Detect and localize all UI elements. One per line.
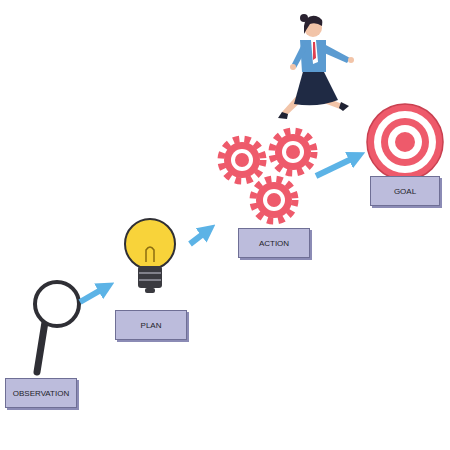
gear-body	[275, 134, 311, 170]
stage-node: PLAN	[115, 222, 190, 340]
gear-ring	[231, 149, 253, 171]
bulb-filament	[146, 247, 154, 262]
target-icon	[367, 104, 443, 180]
stage-label: GOAL	[370, 176, 440, 206]
shirt	[311, 40, 318, 64]
stage-label: PLAN	[115, 310, 187, 340]
gear-teeth	[272, 131, 314, 173]
bulb-thread	[139, 279, 161, 281]
arm	[322, 44, 350, 63]
gear-ring	[282, 141, 304, 163]
shoe	[339, 102, 349, 111]
bulb-base	[138, 266, 162, 288]
gears-icon	[221, 131, 314, 221]
target-ring	[381, 118, 429, 166]
tie	[313, 42, 316, 60]
gear	[253, 179, 295, 221]
stage-label: ACTION	[238, 228, 310, 258]
gear-hub	[235, 153, 249, 167]
magnifier-lens	[35, 282, 79, 326]
hand	[348, 57, 354, 63]
gear-hub	[286, 145, 300, 159]
flow-arrow	[316, 155, 359, 176]
businesswoman-figure	[278, 14, 354, 119]
jacket	[300, 40, 326, 72]
target-ring	[374, 111, 436, 173]
skirt	[294, 68, 338, 105]
stage-label: OBSERVATION	[5, 378, 77, 408]
gear-body	[224, 142, 260, 178]
target-ring	[367, 104, 443, 180]
target-ring	[388, 125, 422, 159]
lightbulb-icon	[125, 219, 175, 293]
shoe	[278, 112, 288, 119]
gear-teeth	[253, 179, 295, 221]
bulb-tip	[145, 288, 155, 293]
bulb-glass	[125, 219, 175, 269]
gear-hub	[267, 193, 281, 207]
hand	[290, 64, 296, 70]
bulb-thread	[139, 272, 161, 274]
gear	[221, 139, 263, 181]
magnifier-icon	[35, 282, 79, 372]
stage-node: ACTION	[216, 128, 316, 258]
flow-arrow	[190, 229, 210, 244]
stage-node: GOAL	[366, 104, 442, 206]
gear	[272, 131, 314, 173]
flow-arrow	[80, 286, 108, 302]
gear-body	[256, 182, 292, 218]
gear-teeth	[221, 139, 263, 181]
target-bullseye	[395, 132, 415, 152]
gear-ring	[263, 189, 285, 211]
hair-bun	[300, 14, 308, 22]
stage-node: OBSERVATION	[5, 282, 80, 408]
magnifier-handle	[37, 322, 45, 372]
